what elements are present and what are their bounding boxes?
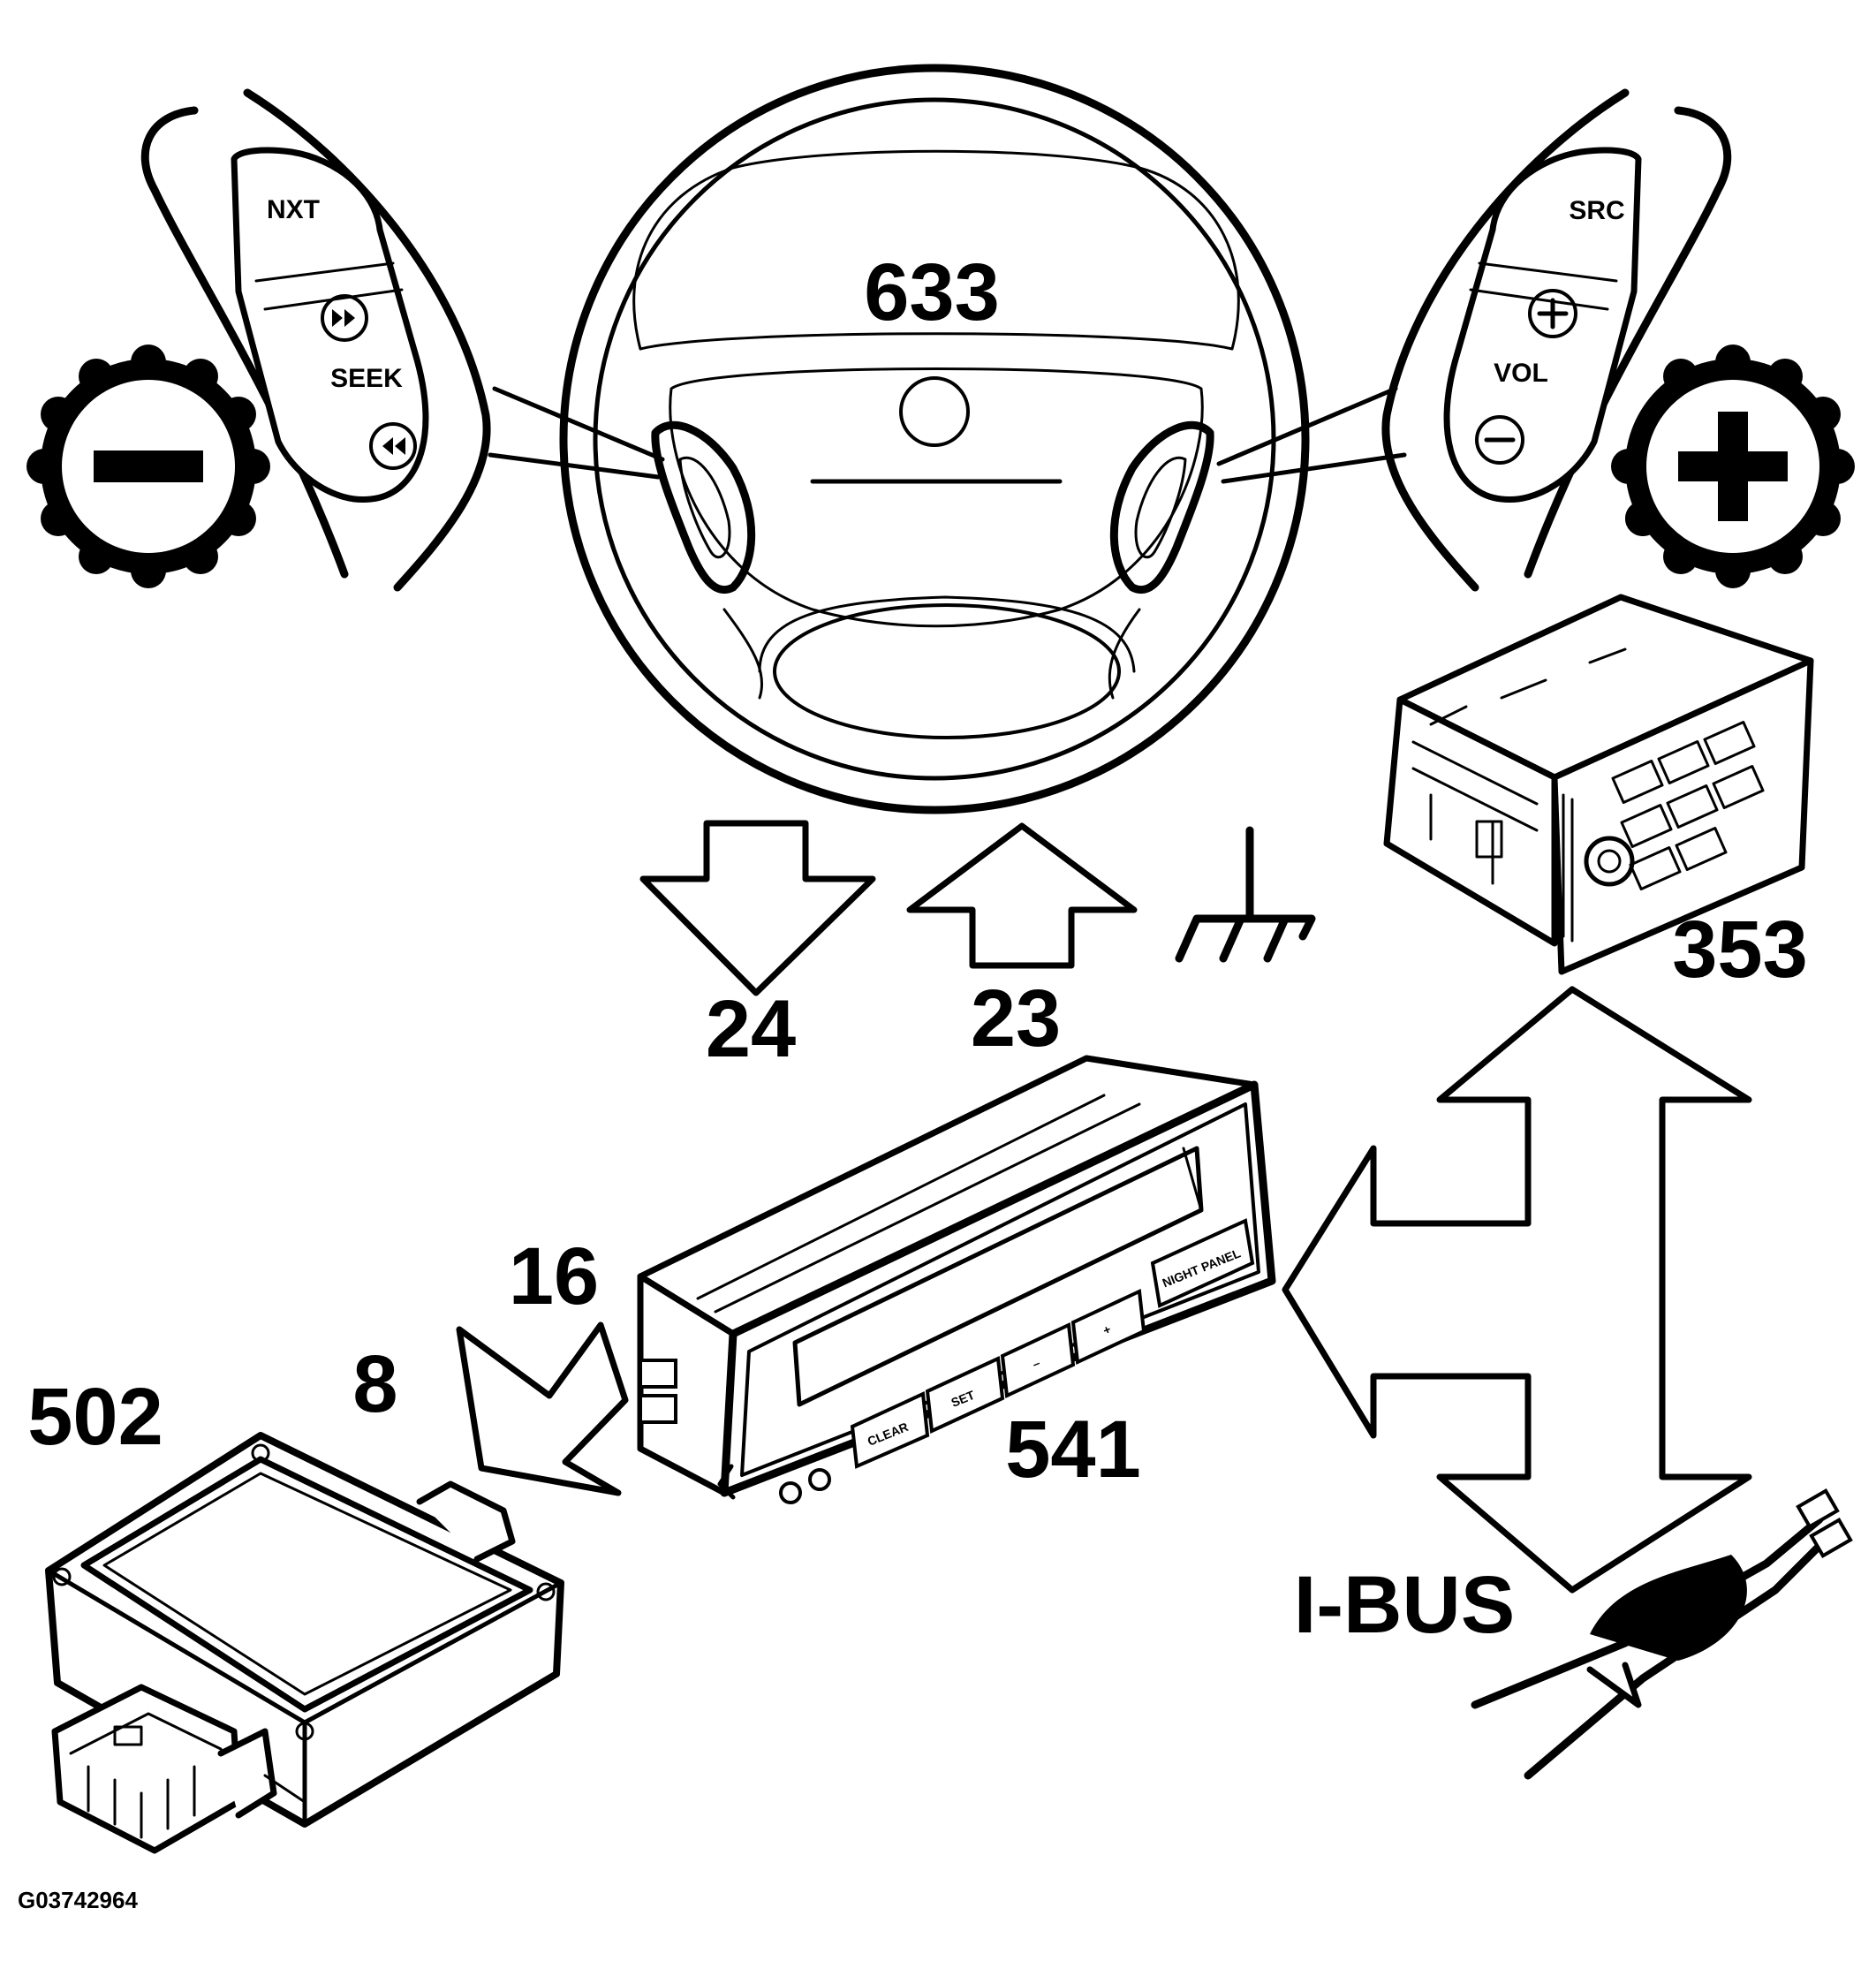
steering-wheel-label: 633 [864, 247, 1000, 337]
arrow-up-label: 23 [971, 973, 1061, 1064]
plus-circle-icon [1528, 289, 1577, 338]
control-module-label: 502 [27, 1372, 163, 1462]
ibus-arrows: I-BUS [1282, 986, 1752, 1650]
arrow-up-23: 23 [906, 822, 1138, 1064]
wire-harness [1471, 1488, 1853, 1780]
display-module-label: 541 [1005, 1404, 1141, 1495]
ground-icon [1175, 826, 1316, 963]
minus-circle-icon [1475, 415, 1524, 465]
figure-id: G03742964 [18, 1887, 138, 1913]
minus-gear-icon [26, 344, 270, 588]
display-module: CLEAR SET – + NIGHT PANEL 541 [637, 1055, 1276, 1504]
rewind-icon [369, 422, 417, 470]
arrow-16-label: 16 [509, 1231, 599, 1321]
arrow-down-24: 24 [639, 820, 876, 1074]
steering-wheel: 633 [559, 64, 1310, 814]
right-steering-switch: SRC VOL [1216, 88, 1732, 592]
arrow-8-label: 8 [352, 1339, 397, 1429]
left-steering-switch: NXT SEEK [140, 88, 665, 592]
arrow-16-8: 16 8 [352, 1231, 629, 1496]
plus-gear-icon [1611, 344, 1855, 588]
arrow-down-label: 24 [706, 984, 796, 1074]
radio-label: 353 [1672, 905, 1808, 995]
src-button-label: SRC [1569, 196, 1624, 225]
control-module: 502 [27, 1372, 564, 1854]
seek-label: SEEK [330, 364, 403, 393]
bus-label: I-BUS [1294, 1560, 1515, 1650]
nxt-button-label: NXT [267, 195, 320, 224]
vol-label: VOL [1494, 359, 1548, 388]
fast-forward-icon [321, 294, 368, 342]
radio-unit: 353 [1383, 594, 1814, 995]
